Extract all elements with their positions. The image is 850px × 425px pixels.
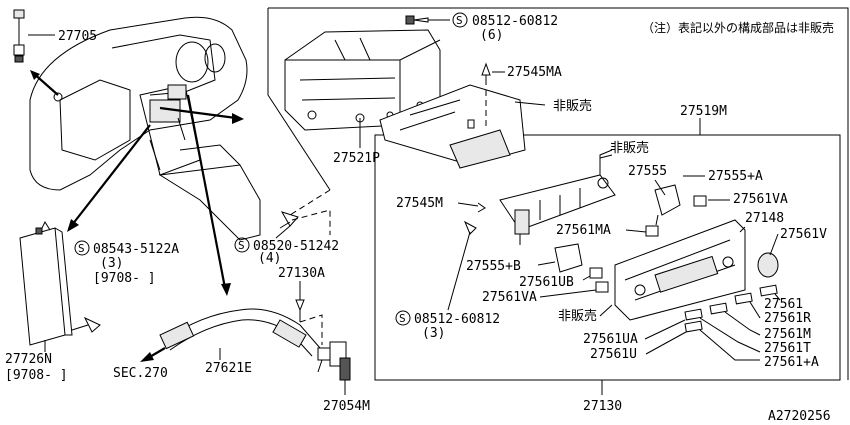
leader-27561VA-mid [539,289,597,298]
outer-frame [268,7,849,380]
label-27555A: 27555+A [708,169,763,184]
screw-08520-51242 [279,209,331,235]
label-27726N: 27726N [5,352,52,367]
part-27561MA [645,225,659,237]
callout-arrows [30,70,244,296]
screw-08543-5122A [71,316,101,333]
label-27561MA: 27561MA [556,223,611,238]
screw-symbol-mid: S [399,312,406,325]
label-27519M: 27519M [680,104,727,119]
part-27555B-illustration [554,243,583,273]
assembly-27130-frame [374,134,841,381]
label-27130-box: 27130 [583,399,622,414]
label-27561UB: 27561UB [519,275,574,290]
screw-symbol-08543 [74,240,90,256]
label-27561T: 27561T [764,341,811,356]
label-27561U: 27561U [590,347,637,362]
screw-27545M [477,202,486,213]
outer-frame-left [267,8,331,191]
label-27621E: 27621E [205,361,252,376]
label-27545MA: 27545MA [507,65,562,80]
label-27561UA: 27561UA [583,332,638,347]
screw-08512-60812-mid: S [395,220,477,326]
part-27561VA-mid [595,281,609,293]
leader-27148 [739,226,746,233]
label-27545M: 27545M [396,196,443,211]
label-27054M: 27054M [323,399,370,414]
label-27561M: 27561M [764,327,811,342]
label-not-sold-2: 非販売 [610,140,649,156]
label-sec270: SEC.270 [113,366,168,381]
leader-not-sold-3 [599,304,613,317]
part-27705-illustration [13,9,55,63]
label-08520-51242-qty: (4) [258,251,281,266]
screw-27545MA [481,62,505,85]
label-27561: 27561 [764,297,803,312]
label-08543-5122A-qty: (3) [100,256,123,271]
part-27561UB [589,267,603,279]
label-27726N-date: [9708- ] [5,368,68,383]
label-08512-60812-mid-qty: (3) [422,326,445,341]
label-08512-60812-mid: 08512-60812 [414,312,500,327]
label-27561R: 27561R [764,311,811,326]
part-27726N-illustration [19,220,73,346]
label-27561V: 27561V [780,227,827,242]
bracket-not-sold [379,84,526,169]
dashboard-illustration [29,16,261,241]
knob-strips [684,284,781,361]
part-27561VA-top [693,195,707,207]
leader-27555 [654,179,666,196]
label-27561VA-mid: 27561VA [482,290,537,305]
screw-08512-60812-top: S [405,12,468,28]
label-08543-5122A: 08543-5122A [93,242,179,257]
switch-board-illustration [499,149,616,245]
label-27148: 27148 [745,211,784,226]
part-27130A-illustration [295,299,305,322]
label-27555B: 27555+B [466,259,521,274]
arrow-sec270-head [140,352,154,362]
label-27555: 27555 [628,164,667,179]
label-27521P: 27521P [333,151,380,166]
screw-symbol-08543-text: S [78,242,85,255]
leader-not-sold-1 [514,101,546,106]
label-not-sold-1: 非販売 [553,98,592,114]
leader-not-sold-2 [599,154,613,159]
part-27555-illustration [654,184,681,226]
label-08512-60812-top: 08512-60812 [472,14,558,29]
part-27621E-illustration [159,308,323,357]
label-08520-51242: 08520-51242 [253,239,339,254]
leader-27545M [457,202,479,207]
screw-symbol-08520-text: S [238,239,245,252]
screw-symbol: S [456,14,463,27]
leader-27561V [769,233,779,256]
leader-27561UB [582,275,591,281]
dash-27521P-screw [289,189,331,216]
label-27561VA-top: 27561VA [733,192,788,207]
leader-27561UA [644,319,686,340]
leader-27561MA [625,229,647,233]
leader-27561U [645,331,687,355]
label-27130A: 27130A [278,266,325,281]
figure-id: A2720256 [768,409,831,424]
label-08512-60812-top-qty: (6) [480,28,503,43]
leader-08520-51242 [275,225,291,239]
label-08543-5122A-date: [9708- ] [93,271,156,286]
leader-27555B [537,261,556,266]
part-27054M-illustration [317,341,351,381]
label-27705: 27705 [58,29,97,44]
note-not-sold: （注）表記以外の構成部品は非販売 [642,20,834,35]
label-27561A: 27561+A [764,355,819,370]
label-not-sold-3: 非販売 [558,308,597,324]
screw-symbol-08520 [234,237,250,253]
control-panel-27148-illustration [614,219,779,321]
